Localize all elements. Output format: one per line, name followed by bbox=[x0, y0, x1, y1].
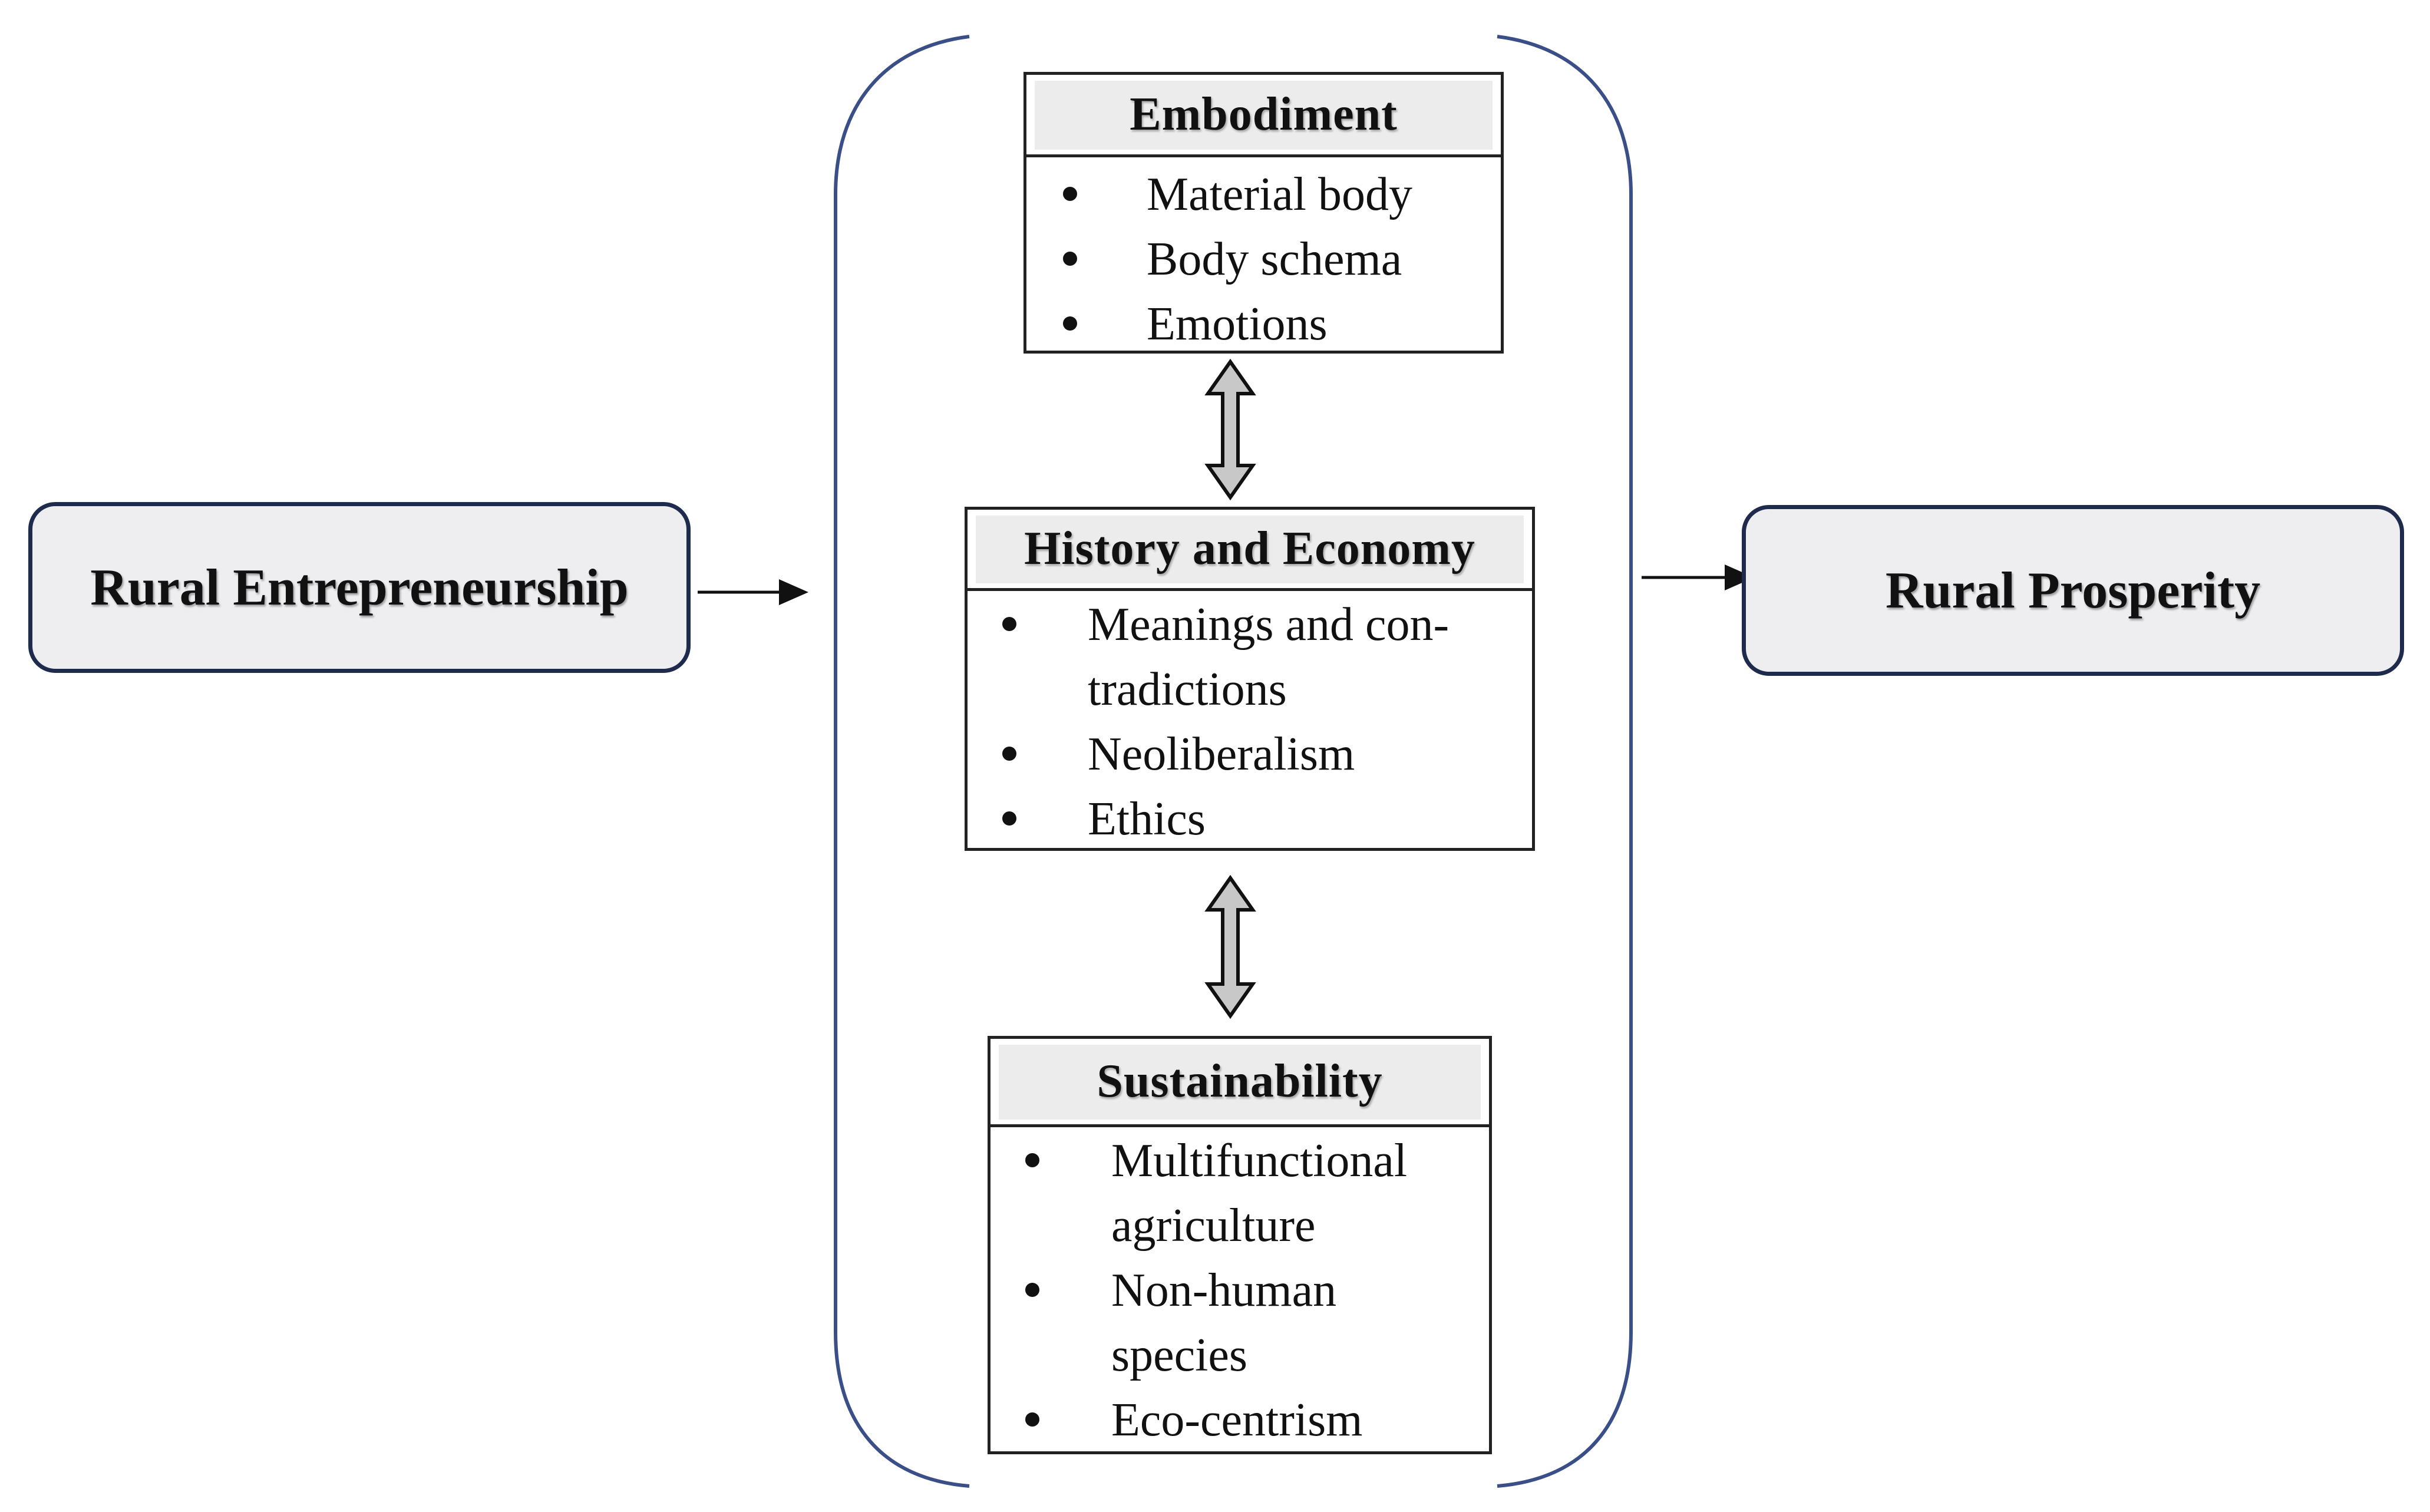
list-item: Meanings and con-tradictions bbox=[968, 592, 1532, 722]
history-economy-list: Meanings and con-tradictions Neoliberali… bbox=[968, 592, 1532, 851]
rural-prosperity-label: Rural Prosperity bbox=[1885, 562, 2261, 619]
list-item: Eco-centrism bbox=[991, 1388, 1489, 1452]
rural-entrepreneurship-label: Rural Entrepreneurship bbox=[90, 559, 629, 616]
arrow-framework-to-prosperity bbox=[1642, 564, 1754, 590]
embodiment-box: Embodiment Material body Body schema Emo… bbox=[1023, 72, 1504, 354]
bullet-icon bbox=[1002, 747, 1016, 761]
rural-prosperity-node: Rural Prosperity bbox=[1742, 505, 2404, 676]
history-economy-title: History and Economy bbox=[1024, 523, 1475, 575]
rural-entrepreneurship-node: Rural Entrepreneurship bbox=[28, 502, 691, 673]
bullet-icon bbox=[1025, 1412, 1039, 1427]
list-item: Neoliberalism bbox=[968, 722, 1532, 787]
double-arrow-embodiment-history bbox=[1204, 358, 1256, 501]
double-arrow-history-sustainability bbox=[1204, 874, 1256, 1019]
list-item: Body schema bbox=[1026, 227, 1501, 292]
list-item: Ethics bbox=[968, 787, 1532, 851]
history-economy-header: History and Economy bbox=[968, 510, 1532, 591]
bullet-icon bbox=[1063, 316, 1077, 331]
bullet-icon bbox=[1002, 617, 1016, 631]
bracket-left bbox=[834, 35, 970, 1488]
sustainability-title: Sustainability bbox=[1097, 1055, 1383, 1107]
arrow-entrepreneurship-to-framework bbox=[698, 579, 808, 605]
bullet-icon bbox=[1063, 252, 1077, 266]
bullet-icon bbox=[1025, 1283, 1039, 1297]
list-item: Material body bbox=[1026, 162, 1501, 227]
embodiment-header: Embodiment bbox=[1026, 75, 1501, 157]
history-economy-box: History and Economy Meanings and con-tra… bbox=[965, 507, 1535, 851]
embodiment-title: Embodiment bbox=[1130, 88, 1398, 140]
bullet-icon bbox=[1002, 811, 1016, 826]
embodiment-list: Material body Body schema Emotions bbox=[1026, 162, 1501, 356]
bullet-icon bbox=[1025, 1153, 1039, 1167]
list-item: Emotions bbox=[1026, 292, 1501, 356]
sustainability-header: Sustainability bbox=[991, 1039, 1489, 1127]
bullet-icon bbox=[1063, 187, 1077, 201]
bracket-right bbox=[1497, 35, 1633, 1488]
